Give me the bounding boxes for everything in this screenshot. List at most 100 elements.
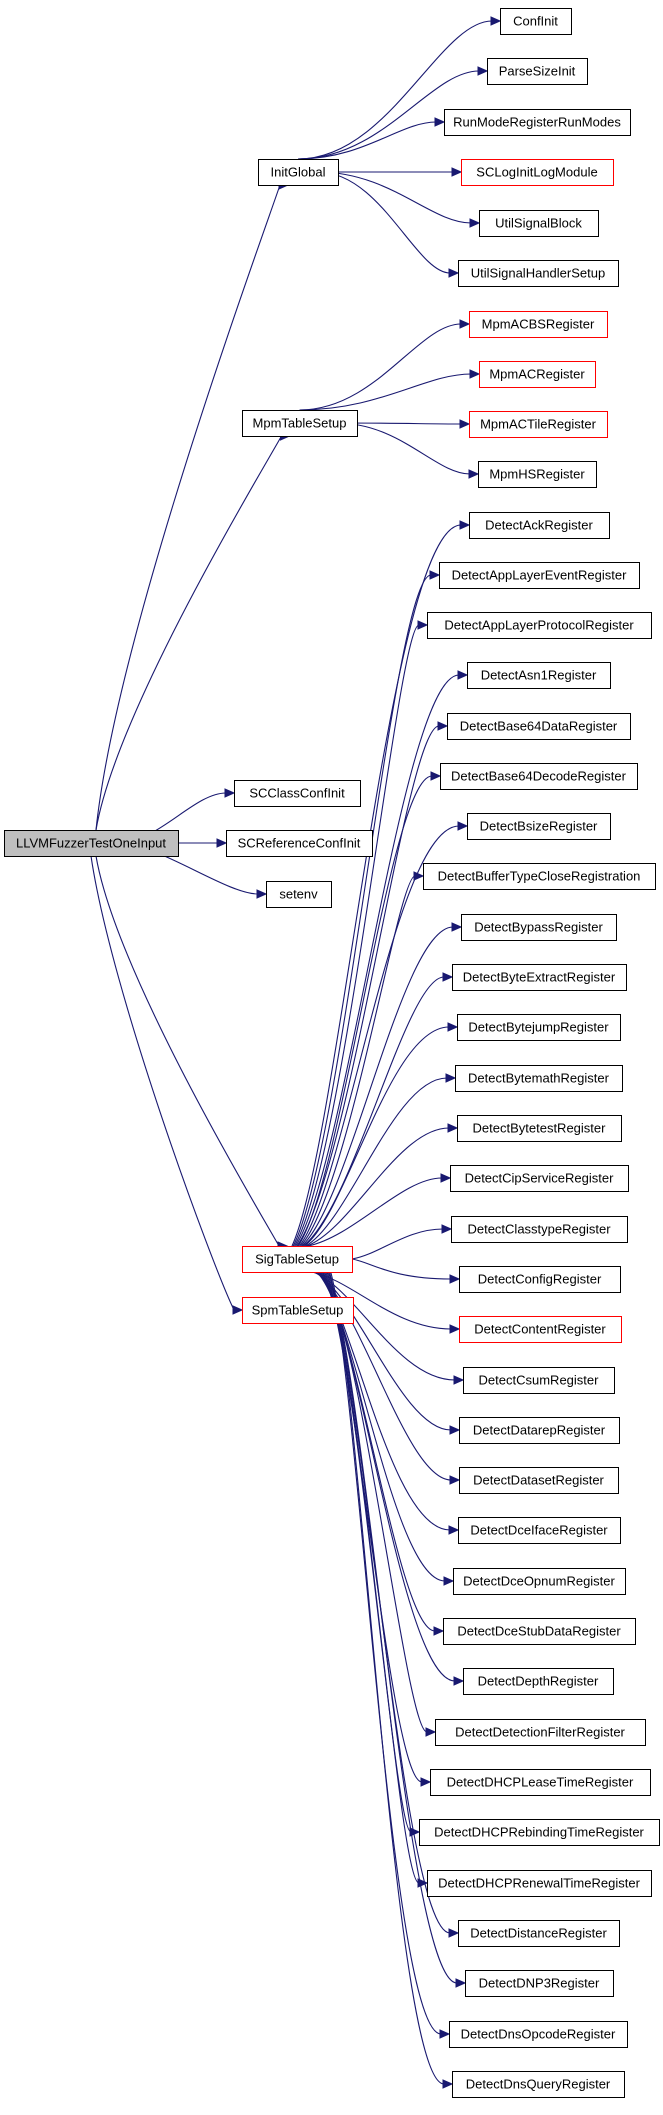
node-d16[interactable]: DetectContentRegister bbox=[459, 1316, 622, 1343]
node-d20[interactable]: DetectDceIfaceRegister bbox=[458, 1517, 621, 1544]
node-d12[interactable]: DetectBytetestRegister bbox=[457, 1115, 622, 1142]
node-box[interactable] bbox=[461, 159, 614, 186]
node-d29[interactable]: DetectDNP3Register bbox=[465, 1970, 614, 1997]
node-box[interactable] bbox=[458, 260, 619, 287]
node-box[interactable] bbox=[478, 461, 597, 488]
node-d7[interactable]: DetectBufferTypeCloseRegistration bbox=[423, 863, 656, 890]
node-d19[interactable]: DetectDatasetRegister bbox=[459, 1467, 619, 1494]
node-mpmhsregister[interactable]: MpmHSRegister bbox=[478, 461, 597, 488]
node-box[interactable] bbox=[469, 411, 608, 438]
node-box[interactable] bbox=[242, 1297, 354, 1324]
node-box[interactable] bbox=[450, 1165, 629, 1192]
node-box[interactable] bbox=[459, 1316, 622, 1343]
node-d22[interactable]: DetectDceStubDataRegister bbox=[443, 1618, 636, 1645]
node-box[interactable] bbox=[469, 311, 608, 338]
node-d24[interactable]: DetectDetectionFilterRegister bbox=[435, 1719, 646, 1746]
node-box[interactable] bbox=[449, 2021, 628, 2048]
node-d14[interactable]: DetectClasstypeRegister bbox=[451, 1216, 628, 1243]
node-d15[interactable]: DetectConfigRegister bbox=[459, 1266, 621, 1293]
node-box[interactable] bbox=[461, 914, 617, 941]
node-scclassconfinit[interactable]: SCClassConfInit bbox=[234, 780, 361, 807]
node-box[interactable] bbox=[455, 1065, 623, 1092]
node-d5[interactable]: DetectBase64DecodeRegister bbox=[440, 763, 638, 790]
node-d21[interactable]: DetectDceOpnumRegister bbox=[453, 1568, 626, 1595]
node-d4[interactable]: DetectBase64DataRegister bbox=[447, 713, 631, 740]
node-box[interactable] bbox=[500, 8, 572, 35]
node-box[interactable] bbox=[467, 662, 611, 689]
node-box[interactable] bbox=[452, 964, 627, 991]
node-d11[interactable]: DetectBytemathRegister bbox=[455, 1065, 623, 1092]
node-d25[interactable]: DetectDHCPLeaseTimeRegister bbox=[430, 1769, 651, 1796]
node-box[interactable] bbox=[453, 1568, 626, 1595]
node-box[interactable] bbox=[463, 1668, 614, 1695]
node-box[interactable] bbox=[226, 830, 373, 857]
node-scloginitlogmodule[interactable]: SCLogInitLogModule bbox=[461, 159, 614, 186]
node-box[interactable] bbox=[459, 1417, 620, 1444]
node-d9[interactable]: DetectByteExtractRegister bbox=[452, 964, 627, 991]
node-box[interactable] bbox=[242, 1246, 353, 1273]
node-box[interactable] bbox=[427, 612, 652, 639]
node-box[interactable] bbox=[242, 410, 358, 437]
node-d23[interactable]: DetectDepthRegister bbox=[463, 1668, 614, 1695]
node-d26[interactable]: DetectDHCPRebindingTimeRegister bbox=[419, 1819, 660, 1846]
node-mpmacregister[interactable]: MpmACRegister bbox=[479, 361, 596, 388]
node-box[interactable] bbox=[444, 109, 631, 136]
node-d17[interactable]: DetectCsumRegister bbox=[463, 1367, 615, 1394]
node-box[interactable] bbox=[465, 1970, 614, 1997]
node-utilsignalhandlersetup[interactable]: UtilSignalHandlerSetup bbox=[458, 260, 619, 287]
node-setenv[interactable]: setenv bbox=[266, 881, 332, 908]
node-box[interactable] bbox=[463, 1367, 615, 1394]
node-d1[interactable]: DetectAppLayerEventRegister bbox=[439, 562, 640, 589]
node-box[interactable] bbox=[266, 881, 332, 908]
node-confinit[interactable]: ConfInit bbox=[500, 8, 572, 35]
node-mpmactileregister[interactable]: MpmACTileRegister bbox=[469, 411, 608, 438]
node-runmoderegisterrunmodes[interactable]: RunModeRegisterRunModes bbox=[444, 109, 631, 136]
node-mpmtablesetup[interactable]: MpmTableSetup bbox=[242, 410, 358, 437]
node-utilsignalblock[interactable]: UtilSignalBlock bbox=[479, 210, 599, 237]
node-spmtablesetup[interactable]: SpmTableSetup bbox=[242, 1297, 354, 1324]
node-d18[interactable]: DetectDatarepRegister bbox=[459, 1417, 620, 1444]
node-box[interactable] bbox=[423, 863, 656, 890]
node-box[interactable] bbox=[458, 1517, 621, 1544]
node-d13[interactable]: DetectCipServiceRegister bbox=[450, 1165, 629, 1192]
node-box[interactable] bbox=[479, 361, 596, 388]
node-box[interactable] bbox=[440, 763, 638, 790]
node-box[interactable] bbox=[467, 813, 611, 840]
node-box[interactable] bbox=[439, 562, 640, 589]
node-d30[interactable]: DetectDnsOpcodeRegister bbox=[449, 2021, 628, 2048]
node-box[interactable] bbox=[487, 58, 588, 85]
node-d31[interactable]: DetectDnsQueryRegister bbox=[452, 2071, 625, 2098]
node-box[interactable] bbox=[435, 1719, 646, 1746]
node-box[interactable] bbox=[427, 1870, 652, 1897]
node-box[interactable] bbox=[447, 713, 631, 740]
node-box[interactable] bbox=[443, 1618, 636, 1645]
node-box[interactable] bbox=[419, 1819, 660, 1846]
node-d2[interactable]: DetectAppLayerProtocolRegister bbox=[427, 612, 652, 639]
node-box[interactable] bbox=[469, 512, 610, 539]
node-box[interactable] bbox=[258, 159, 339, 186]
node-d6[interactable]: DetectBsizeRegister bbox=[467, 813, 611, 840]
node-box[interactable] bbox=[452, 2071, 625, 2098]
node-screferenceconfinit[interactable]: SCReferenceConfInit bbox=[226, 830, 373, 857]
node-box[interactable] bbox=[457, 1115, 622, 1142]
node-d8[interactable]: DetectBypassRegister bbox=[461, 914, 617, 941]
node-box[interactable] bbox=[458, 1920, 620, 1947]
node-d0[interactable]: DetectAckRegister bbox=[469, 512, 610, 539]
node-box[interactable] bbox=[4, 830, 179, 857]
node-box[interactable] bbox=[459, 1266, 621, 1293]
node-mpmacbsregister[interactable]: MpmACBSRegister bbox=[469, 311, 608, 338]
node-d10[interactable]: DetectBytejumpRegister bbox=[457, 1014, 621, 1041]
node-d27[interactable]: DetectDHCPRenewalTimeRegister bbox=[427, 1870, 652, 1897]
node-box[interactable] bbox=[451, 1216, 628, 1243]
node-box[interactable] bbox=[234, 780, 361, 807]
node-box[interactable] bbox=[479, 210, 599, 237]
node-box[interactable] bbox=[459, 1467, 619, 1494]
node-root[interactable]: LLVMFuzzerTestOneInput bbox=[4, 830, 179, 857]
node-parsesizeinit[interactable]: ParseSizeInit bbox=[487, 58, 588, 85]
node-sigtablesetup[interactable]: SigTableSetup bbox=[242, 1246, 353, 1273]
node-d3[interactable]: DetectAsn1Register bbox=[467, 662, 611, 689]
node-d28[interactable]: DetectDistanceRegister bbox=[458, 1920, 620, 1947]
node-initglobal[interactable]: InitGlobal bbox=[258, 159, 339, 186]
node-box[interactable] bbox=[457, 1014, 621, 1041]
node-box[interactable] bbox=[430, 1769, 651, 1796]
